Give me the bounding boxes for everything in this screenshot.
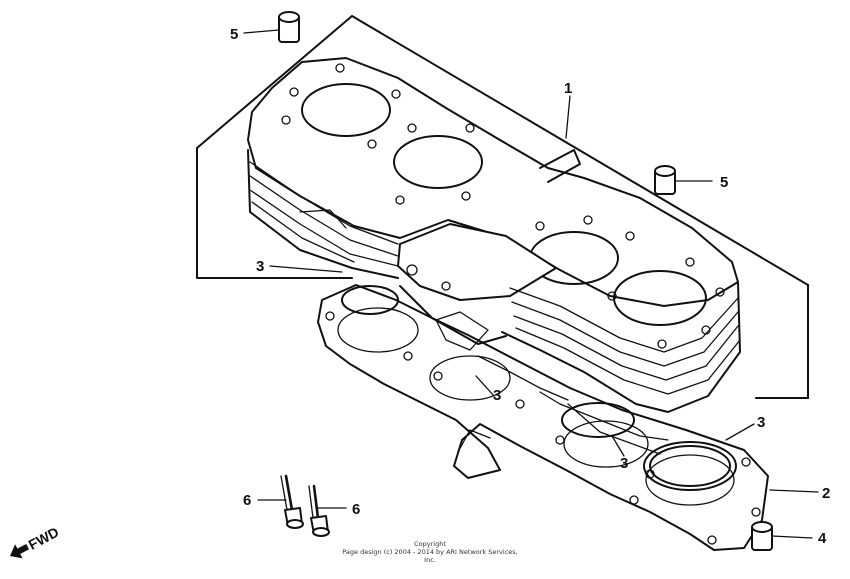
- label-part-3-left: 3: [256, 258, 264, 275]
- label-part-3-center: 3: [493, 387, 501, 404]
- fwd-arrow: FWD: [10, 524, 62, 559]
- fwd-label: FWD: [26, 524, 62, 553]
- fwd-arrow-icon: [10, 543, 30, 559]
- dowel-pins: [278, 11, 773, 551]
- o-rings: [341, 285, 737, 491]
- label-part-6-right: 6: [352, 501, 360, 518]
- label-part-3-right: 3: [757, 414, 765, 431]
- base-gasket: [317, 284, 769, 551]
- part1-bracket-outline: [196, 15, 809, 399]
- leader-lines: [243, 29, 819, 539]
- bolt-6-left: [280, 474, 304, 529]
- bolt-6-right: [308, 484, 330, 537]
- dowel-pin-4: [751, 521, 773, 551]
- bolts: [280, 474, 330, 537]
- label-part-3-lower: 3: [620, 455, 628, 472]
- part-labels: 5 1 5 3 3 3 3 2 4 6 6: [230, 26, 830, 547]
- label-part-5-top: 5: [230, 26, 238, 43]
- copyright-line-2: Page design (c) 2004 - 2014 by ARI Netwo…: [342, 548, 518, 564]
- cylinder-block: [247, 57, 741, 455]
- label-part-6-left: 6: [243, 492, 251, 509]
- label-part-5-right: 5: [720, 174, 728, 191]
- label-part-4: 4: [818, 530, 827, 547]
- dowel-pin-5-top: [278, 11, 300, 43]
- copyright-line-1: Copyright: [414, 540, 446, 548]
- dowel-pin-5-right: [654, 165, 676, 195]
- label-part-1: 1: [564, 80, 572, 97]
- copyright-notice: Copyright Page design (c) 2004 - 2014 by…: [340, 540, 520, 564]
- label-part-2: 2: [822, 485, 830, 502]
